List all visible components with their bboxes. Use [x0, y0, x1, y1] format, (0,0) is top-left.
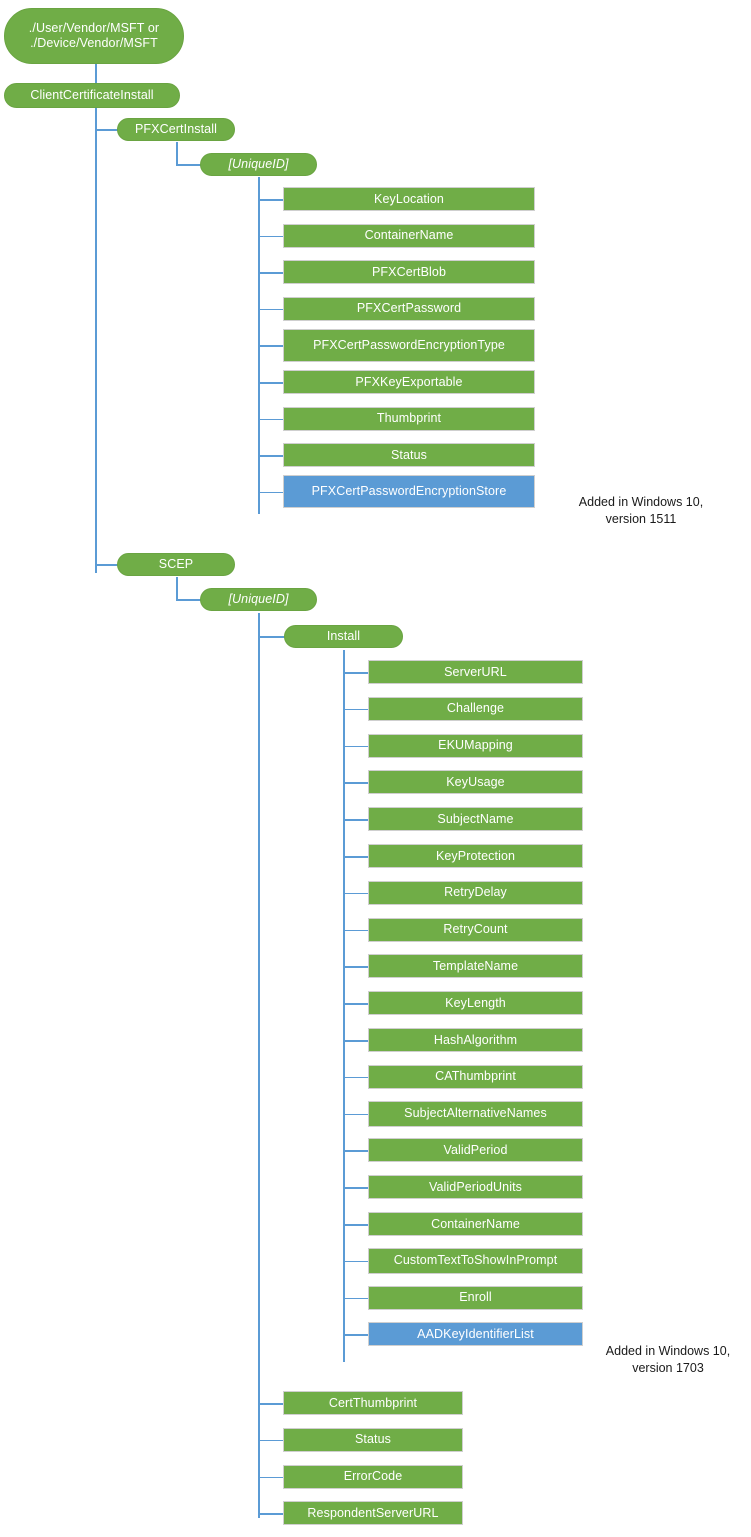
connector-stub [343, 1334, 368, 1336]
node-retrycount[interactable]: RetryCount [368, 917, 583, 942]
connector-pfx-to-uniqueid-v [176, 142, 178, 164]
node-containername[interactable]: ContainerName [283, 223, 535, 248]
connector-stub [258, 308, 283, 311]
connector-stub [343, 1003, 368, 1005]
connector-stub [343, 856, 368, 858]
connector-stub [258, 491, 283, 494]
node-challenge[interactable]: Challenge [368, 696, 583, 721]
connector-stub [258, 418, 283, 421]
node-clientcertificateinstall[interactable]: ClientCertificateInstall [4, 83, 180, 108]
node-enroll[interactable]: Enroll [368, 1285, 583, 1310]
connector-stub [343, 782, 368, 784]
connector-stub [343, 929, 368, 932]
connector-stub [343, 708, 368, 711]
connector-stub [258, 1439, 283, 1442]
node-scep-uniqueid[interactable]: [UniqueID] [200, 588, 317, 611]
node-validperiodunits[interactable]: ValidPeriodUnits [368, 1175, 583, 1200]
node-pfxcertinstall[interactable]: PFXCertInstall [117, 118, 235, 141]
note-pfx-added-version: Added in Windows 10, version 1511 [578, 495, 704, 526]
node-validperiod[interactable]: ValidPeriod [368, 1138, 583, 1163]
node-hashalgorithm[interactable]: HashAlgorithm [368, 1028, 583, 1052]
note-aad-added-version: Added in Windows 10, version 1703 [605, 1344, 731, 1375]
connector-scep-uniqueid-trunk [258, 613, 260, 1518]
node-customtexttoshowinprompt[interactable]: CustomTextToShowInPrompt [368, 1247, 583, 1274]
connector-stub [343, 1076, 368, 1079]
node-templatename[interactable]: TemplateName [368, 954, 583, 979]
node-subjectname[interactable]: SubjectName [368, 807, 583, 832]
node-pfxcertpasswordencryptiontype[interactable]: PFXCertPasswordEncryptionType [283, 328, 535, 362]
connector-stub [343, 745, 368, 748]
connector-stub [343, 1187, 368, 1189]
connector-to-pfxcertinstall [95, 129, 119, 131]
node-respondentserverurl[interactable]: RespondentServerURL [283, 1501, 463, 1526]
connector-scep-to-uniqueid-h [176, 599, 202, 601]
connector-stub [343, 1040, 368, 1042]
node-containername[interactable]: ContainerName [368, 1212, 583, 1236]
node-thumbprint[interactable]: Thumbprint [283, 406, 535, 431]
node-scep[interactable]: SCEP [117, 553, 235, 576]
node-aadkeyidentifierlist[interactable]: AADKeyIdentifierList [368, 1322, 583, 1347]
node-keylocation[interactable]: KeyLocation [283, 187, 535, 211]
connector-stub [343, 1113, 368, 1116]
connector-stub [258, 1403, 283, 1405]
node-pfxcertpassword[interactable]: PFXCertPassword [283, 296, 535, 321]
connector-stub [343, 1150, 368, 1152]
node-root[interactable]: ./User/Vendor/MSFT or ./Device/Vendor/MS… [4, 8, 184, 64]
connector-stub [258, 345, 283, 347]
node-subjectalternativenames[interactable]: SubjectAlternativeNames [368, 1100, 583, 1127]
connector-stub [258, 1513, 283, 1515]
connector-to-install [258, 636, 286, 638]
node-status[interactable]: Status [283, 1427, 463, 1452]
node-status[interactable]: Status [283, 443, 535, 468]
connector-stub [258, 199, 283, 201]
node-pfxcertpasswordencryptionstore[interactable]: PFXCertPasswordEncryptionStore [283, 475, 535, 509]
node-ekumapping[interactable]: EKUMapping [368, 733, 583, 758]
connector-stub [343, 1297, 368, 1300]
node-keylength[interactable]: KeyLength [368, 991, 583, 1016]
node-errorcode[interactable]: ErrorCode [283, 1464, 463, 1489]
node-pfxkeyexportable[interactable]: PFXKeyExportable [283, 370, 535, 394]
node-cathumbprint[interactable]: CAThumbprint [368, 1064, 583, 1089]
connector-stub [258, 1476, 283, 1479]
node-pfxcertblob[interactable]: PFXCertBlob [283, 260, 535, 285]
node-keyusage[interactable]: KeyUsage [368, 770, 583, 795]
node-retrydelay[interactable]: RetryDelay [368, 880, 583, 905]
connector-stub [258, 235, 283, 238]
connector-stub [343, 892, 368, 895]
node-keyprotection[interactable]: KeyProtection [368, 844, 583, 868]
connector-to-scep [95, 564, 119, 566]
connector-stub [343, 672, 368, 674]
connector-stub [343, 1224, 368, 1226]
node-serverurl[interactable]: ServerURL [368, 660, 583, 684]
connector-install-trunk [343, 650, 345, 1362]
connector-stub [343, 1260, 368, 1263]
node-pfx-uniqueid[interactable]: [UniqueID] [200, 153, 317, 176]
node-install[interactable]: Install [284, 625, 403, 648]
connector-stub [258, 382, 283, 384]
connector-stub [343, 819, 368, 821]
connector-stub [343, 966, 368, 968]
connector-stub [258, 455, 283, 457]
connector-pfx-to-uniqueid-h [176, 164, 202, 166]
connector-root-trunk [95, 63, 97, 573]
node-certthumbprint[interactable]: CertThumbprint [283, 1391, 463, 1415]
connector-stub [258, 272, 283, 274]
connector-scep-to-uniqueid-v [176, 577, 178, 599]
